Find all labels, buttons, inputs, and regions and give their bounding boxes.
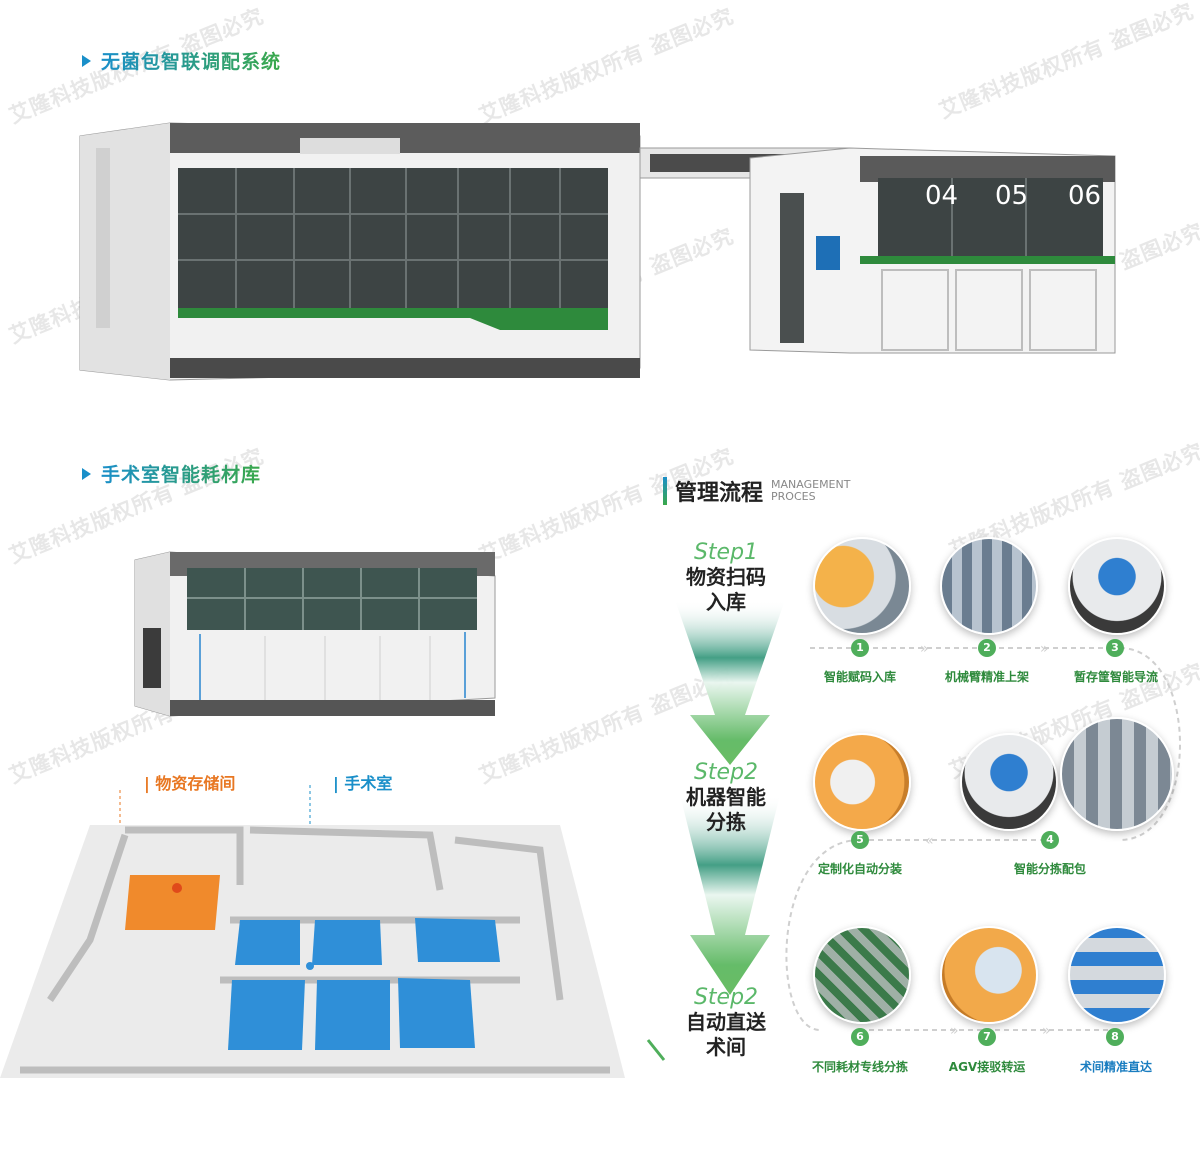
hospital-floorplan — [0, 785, 625, 1078]
step-2-heading: Step2 机器智能 分拣 — [666, 760, 786, 835]
step-2-en: Step2 — [693, 760, 759, 785]
triangle-icon — [82, 54, 91, 67]
storage-label-text: 物资存储间 — [155, 774, 236, 793]
watermark: 艾隆科技版权所有 盗图必究 — [475, 3, 738, 129]
sterile-system-machine: 04 05 06 — [79, 122, 1116, 381]
step-3-zh-line2: 术间 — [706, 1035, 746, 1059]
step-label-3: 暂存筐智能导流 — [1073, 670, 1159, 684]
sterile-section-title: 无菌包智联调配系统 — [82, 47, 281, 74]
step-3-en: Step2 — [693, 985, 759, 1010]
process-image-4a — [960, 733, 1058, 831]
step-label-2: 机械臂精准上架 — [944, 670, 1030, 684]
process-title-en-1: MANAGEMENT — [771, 478, 851, 491]
step-label-7: AGV接驳转运 — [948, 1060, 1026, 1074]
triangle-icon — [82, 467, 91, 480]
step-label-4: 智能分拣配包 — [1013, 862, 1087, 876]
process-title: 管理流程 — [675, 481, 764, 506]
step-1-heading: Step1 物资扫码 入库 — [666, 540, 786, 615]
process-image-4b — [1060, 717, 1174, 831]
step-number: 2 — [978, 639, 996, 657]
step-3-zh-line1: 自动直送 — [686, 1010, 766, 1034]
step-number: 7 — [978, 1028, 996, 1046]
process-image-3 — [1068, 537, 1166, 635]
floorplan-or-label: | 手术室 — [333, 770, 392, 794]
step-2-zh-line2: 分拣 — [706, 810, 746, 834]
process-title-en: MANAGEMENT PROCES — [771, 479, 850, 503]
process-header: 管理流程 MANAGEMENT PROCES — [663, 475, 850, 507]
svg-text:»: » — [950, 1023, 959, 1039]
process-image-5 — [813, 733, 911, 831]
watermark: 艾隆科技版权所有 盗图必究 — [935, 0, 1198, 124]
or-storage-machine — [134, 551, 496, 717]
step-label-5: 定制化自动分装 — [817, 862, 903, 876]
step-2-zh-line1: 机器智能 — [686, 785, 766, 809]
svg-text:»: » — [1042, 1023, 1051, 1039]
or-label-text: 手术室 — [344, 774, 393, 793]
step-number: 4 — [1041, 831, 1059, 849]
svg-text:»: » — [1040, 641, 1049, 657]
process-arrow — [675, 600, 785, 995]
or-storage-title-text: 手术室智能耗材库 — [101, 460, 261, 487]
step-number: 3 — [1106, 639, 1124, 657]
process-timeline — [646, 515, 666, 1061]
label-marker: | — [333, 774, 339, 793]
process-image-7 — [940, 926, 1038, 1024]
svg-text:»: » — [920, 641, 929, 657]
process-image-2 — [940, 537, 1038, 635]
step-number: 1 — [851, 639, 869, 657]
step-1-zh-line1: 物资扫码 — [686, 565, 766, 589]
process-title-en-2: PROCES — [771, 490, 816, 503]
step-label-8: 术间精准直达 — [1079, 1060, 1153, 1074]
step-label-1: 智能赋码入库 — [823, 670, 897, 684]
process-marker — [663, 477, 667, 505]
step-1-zh-line2: 入库 — [706, 590, 746, 614]
bay-number-06: 06 — [1068, 181, 1101, 211]
process-image-1 — [813, 537, 911, 635]
bay-number-04: 04 — [925, 181, 958, 211]
process-image-6 — [813, 926, 911, 1024]
step-number: 6 — [851, 1028, 869, 1046]
step-number: 5 — [851, 831, 869, 849]
svg-text:«: « — [925, 833, 934, 849]
step-3-heading: Step2 自动直送 术间 — [666, 985, 786, 1060]
floorplan-storage-label: | 物资存储间 — [144, 770, 235, 794]
label-marker: | — [144, 774, 150, 793]
process-image-8 — [1068, 926, 1166, 1024]
bay-number-05: 05 — [995, 181, 1028, 211]
sterile-title-text: 无菌包智联调配系统 — [101, 47, 281, 74]
step-1-en: Step1 — [693, 540, 759, 565]
or-storage-section-title: 手术室智能耗材库 — [82, 460, 261, 487]
step-label-6: 不同耗材专线分拣 — [811, 1060, 909, 1074]
step-number: 8 — [1106, 1028, 1124, 1046]
